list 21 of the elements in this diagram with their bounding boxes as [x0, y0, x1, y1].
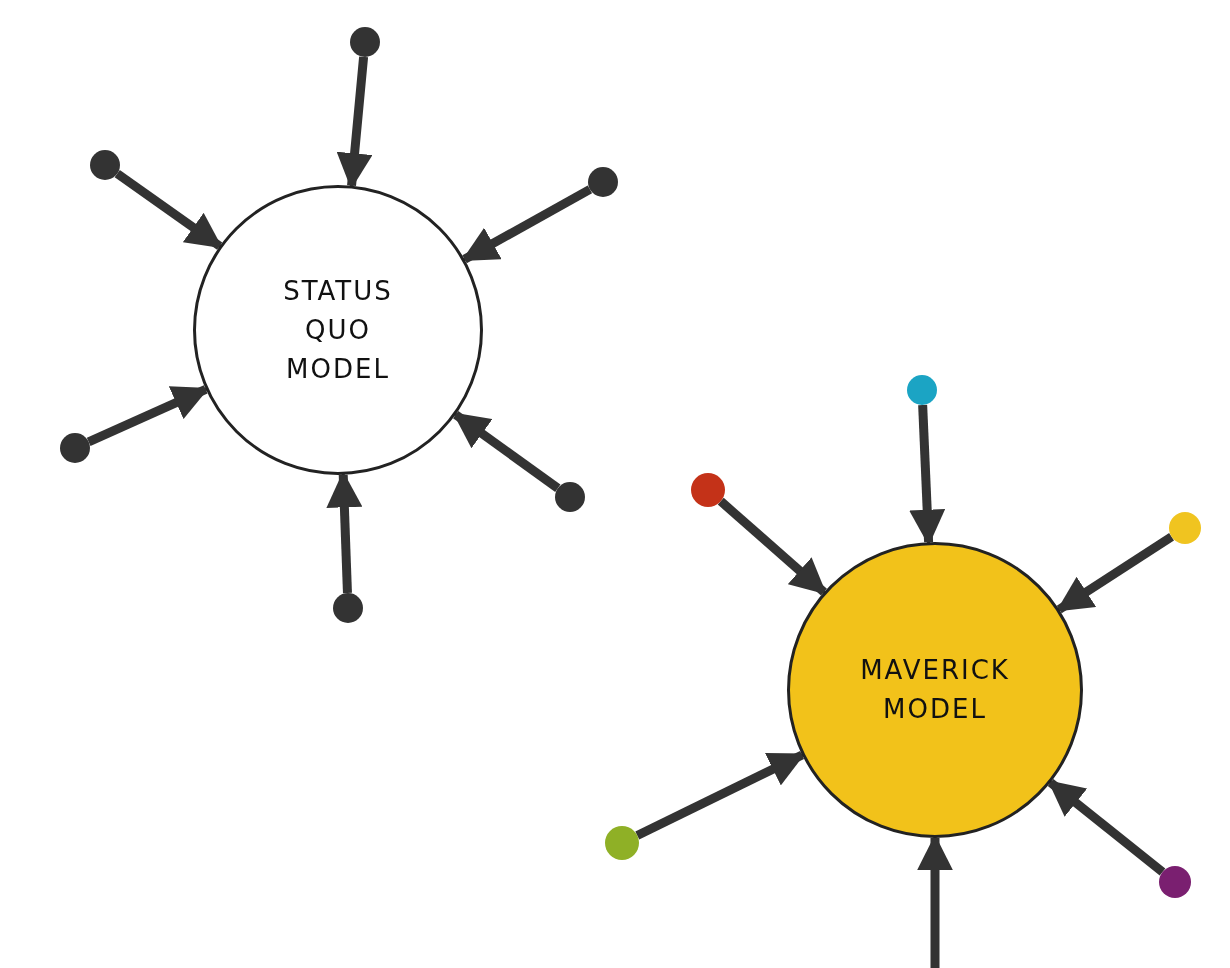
dot — [907, 375, 937, 405]
dot — [555, 482, 585, 512]
arrow — [452, 411, 561, 492]
dot — [90, 150, 120, 180]
dot — [1159, 866, 1191, 898]
arrow — [717, 497, 827, 596]
dot — [350, 27, 380, 57]
dot — [333, 593, 363, 623]
dot — [691, 473, 725, 507]
arrow — [1056, 532, 1175, 614]
arrow — [461, 185, 593, 264]
dot — [588, 167, 618, 197]
model-label: STATUS QUO MODEL — [282, 274, 394, 386]
arrow — [1047, 778, 1166, 876]
arrow — [86, 385, 209, 446]
dot — [60, 433, 90, 463]
arrow — [635, 750, 806, 840]
model-label: MAVERICK MODEL — [859, 654, 1011, 726]
dot — [605, 826, 639, 860]
arrow — [114, 170, 223, 250]
dot — [1169, 512, 1201, 544]
